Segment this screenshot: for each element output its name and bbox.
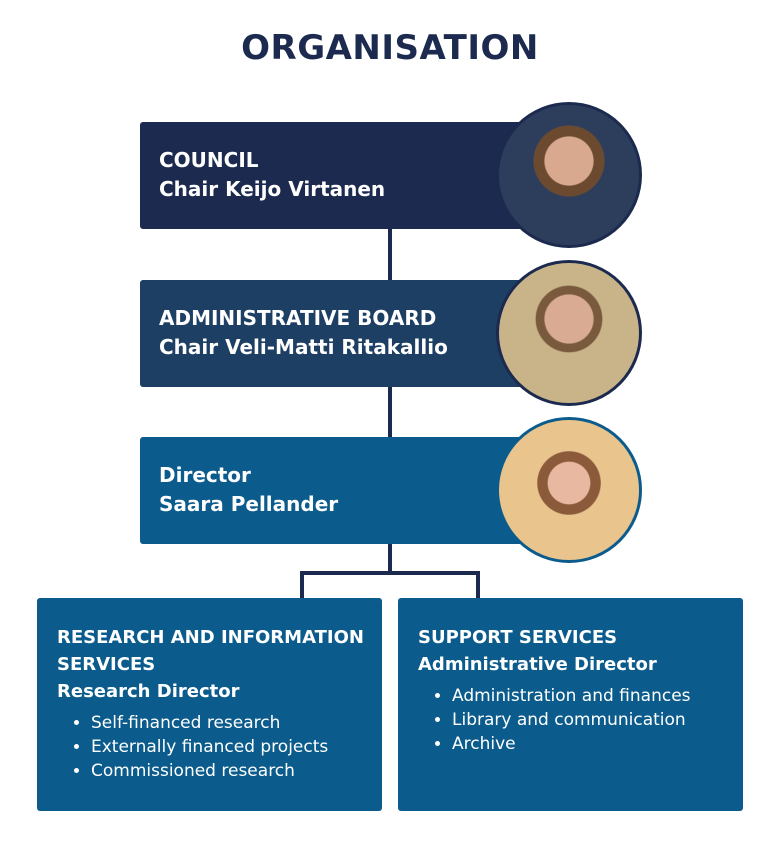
page-title: ORGANISATION (241, 28, 539, 68)
list-item: Administration and finances (452, 684, 743, 708)
connector-right (476, 571, 480, 599)
council-chair-photo (496, 102, 642, 248)
council-chair: Chair Keijo Virtanen (159, 177, 386, 201)
support-heading: SUPPORT SERVICES (418, 627, 618, 648)
support-role: Administrative Director (418, 654, 657, 675)
council-box: COUNCIL Chair Keijo Virtanen (140, 122, 540, 229)
research-heading-1: RESEARCH AND INFORMATION (57, 627, 364, 648)
connector-vertical (388, 228, 392, 548)
connector-stem (388, 544, 392, 574)
director-heading: Director (159, 463, 251, 487)
list-item: Archive (452, 732, 743, 756)
council-heading: COUNCIL (159, 148, 259, 172)
board-heading: ADMINISTRATIVE BOARD (159, 306, 437, 330)
support-list: Administration and finances Library and … (418, 684, 743, 756)
connector-horizontal (300, 571, 480, 575)
board-box: ADMINISTRATIVE BOARD Chair Veli-Matti Ri… (140, 280, 540, 387)
director-photo (496, 417, 642, 563)
research-list: Self-financed research Externally financ… (57, 711, 382, 783)
research-services-box: RESEARCH AND INFORMATION SERVICES Resear… (37, 598, 382, 811)
list-item: Library and communication (452, 708, 743, 732)
support-services-box: SUPPORT SERVICES Administrative Director… (398, 598, 743, 811)
list-item: Commissioned research (91, 759, 382, 783)
board-chair: Chair Veli-Matti Ritakallio (159, 335, 448, 359)
director-name: Saara Pellander (159, 492, 339, 516)
research-heading-2: SERVICES (57, 654, 156, 675)
connector-left (300, 571, 304, 599)
list-item: Self-financed research (91, 711, 382, 735)
research-role: Research Director (57, 681, 240, 702)
director-box: Director Saara Pellander (140, 437, 540, 544)
board-chair-photo (496, 260, 642, 406)
list-item: Externally financed projects (91, 735, 382, 759)
